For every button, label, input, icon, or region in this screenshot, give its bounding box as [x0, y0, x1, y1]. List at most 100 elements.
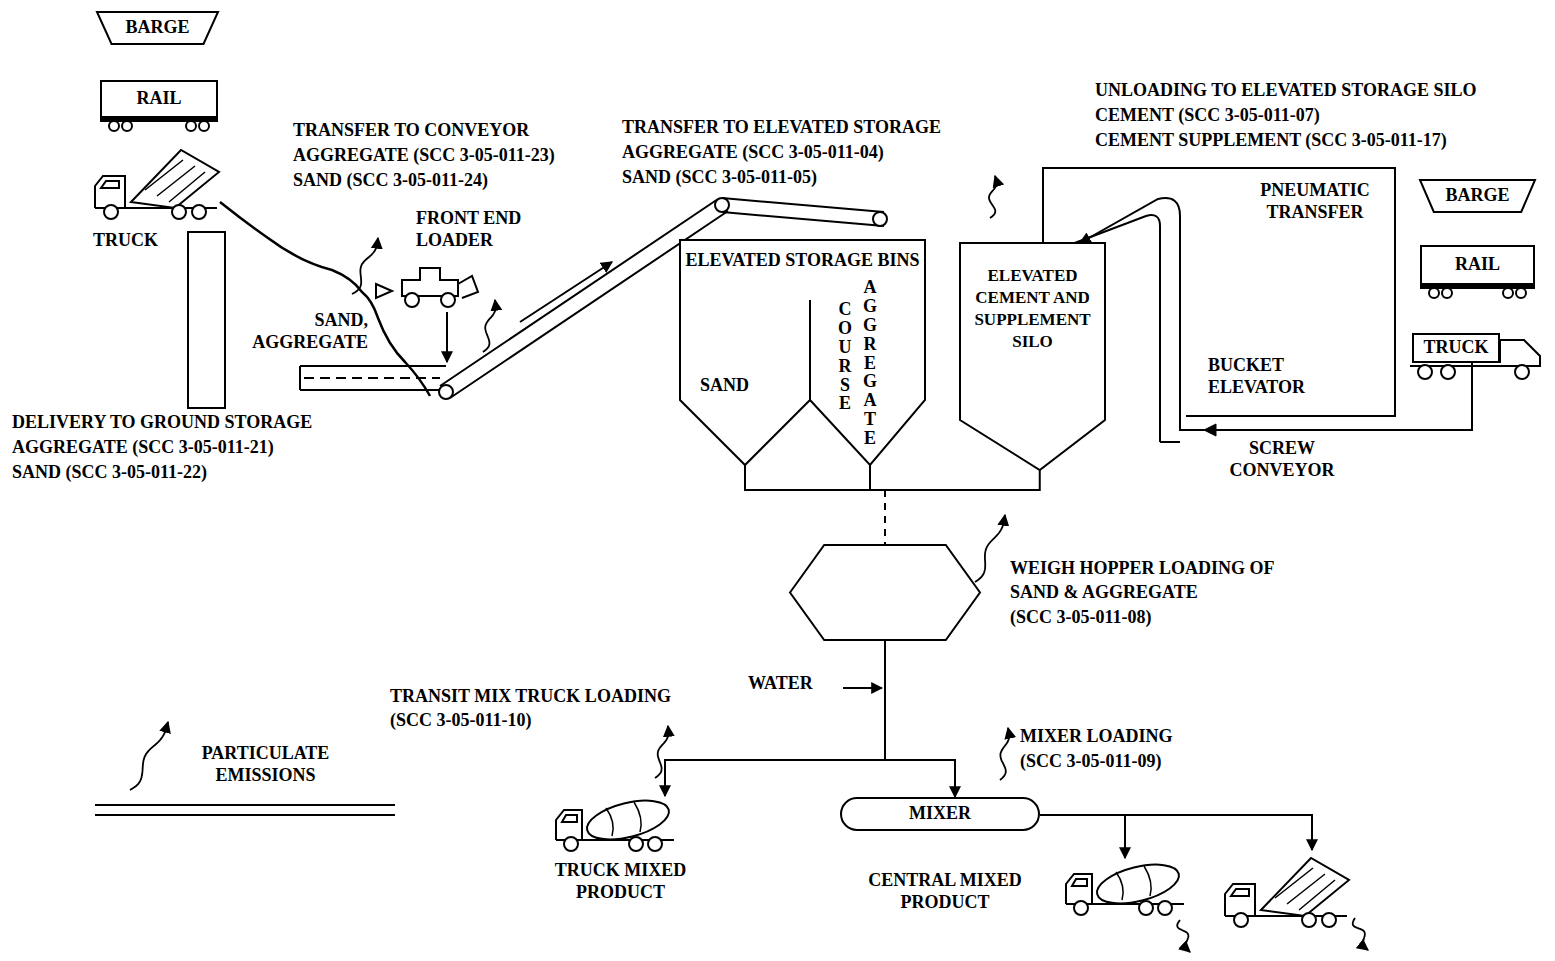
callout-label: CENTRAL MIXED PRODUCT [845, 870, 1045, 913]
callout-label: TRUCK [93, 230, 158, 252]
connector-line [745, 465, 885, 490]
wheel [186, 121, 196, 131]
flow-arrow [520, 262, 612, 322]
truck-window [1231, 889, 1249, 896]
callout-label: SAND (SCC 3-05-011-24) [293, 170, 488, 192]
flow-connector [745, 465, 885, 545]
truck-window [1072, 879, 1087, 886]
wheel [1234, 913, 1248, 927]
wheel [1441, 365, 1455, 379]
emission-arrow [989, 176, 997, 218]
wheel [192, 205, 206, 219]
wheel [1503, 288, 1513, 298]
callout-label: AGGREGATE (SCC 3-05-011-23) [293, 145, 555, 167]
callout-label: CEMENT (SCC 3-05-011-07) [1095, 105, 1320, 127]
node-text: BARGE [125, 17, 189, 39]
drum-bands [1116, 866, 1151, 900]
node-text: RAIL [1455, 254, 1500, 276]
ground-conveyor [300, 366, 446, 390]
callout-label: TRUCK MIXED PRODUCT [538, 860, 703, 903]
callout-label: TRANSIT MIX TRUCK LOADING [390, 686, 671, 708]
truck-window [562, 815, 577, 822]
legend-double-line [95, 805, 395, 815]
dump-bed [131, 150, 219, 208]
callout-label: SAND, AGGREGATE [226, 310, 368, 353]
flow-connector [885, 470, 1040, 545]
barge-shape-outline-path [1420, 180, 1535, 212]
wheel [172, 205, 186, 219]
mixer-drum: MIXER [840, 797, 1040, 831]
bed-ribs [1275, 868, 1335, 910]
weigh-hopper: WEIGH HOPPER LOADING OF SAND & AGGREGATE… [790, 545, 980, 640]
emission-arrow [1000, 728, 1009, 780]
barge-shape: BARGE [97, 12, 218, 44]
flow-connector [885, 640, 955, 797]
wheel [405, 293, 419, 307]
node-text: ELEVATED STORAGE BINS [685, 250, 919, 272]
railcar-box: RAIL [100, 80, 218, 118]
node-text: BARGE [1445, 185, 1509, 207]
callout-label: WATER [748, 673, 813, 695]
wheel [715, 198, 729, 212]
bin-outlet [869, 465, 871, 490]
dashed-connector [884, 490, 886, 545]
wheel [564, 837, 578, 851]
wheel [629, 837, 643, 851]
callout-label: DELIVERY TO GROUND STORAGE [12, 412, 312, 434]
wheel [648, 837, 662, 851]
cement-silo: ELEVATED CEMENT AND SUPPLEMENT SILO [960, 243, 1105, 470]
node-text: TRUCK [1423, 337, 1488, 359]
connector-line [1080, 198, 1472, 430]
emission-arrow [975, 515, 1005, 582]
mixer-discharge [1040, 815, 1312, 858]
wheel [1158, 901, 1172, 915]
callout-label: SCREW CONVEYOR [1212, 438, 1352, 481]
callout-label: SAND (SCC 3-05-011-05) [622, 167, 817, 189]
legend-sample [130, 722, 168, 790]
storage-bins: ELEVATED STORAGE BINSSANDCOURSEAGGREGATE [680, 240, 925, 465]
barge-shape: BARGE [1420, 180, 1535, 212]
barge-shape-outline-path [97, 12, 218, 44]
emission-arrow [1353, 918, 1368, 950]
truck-cab [1066, 874, 1092, 904]
ground-conveyor-belt [304, 377, 440, 379]
dashed-connector [884, 490, 886, 545]
wheel [1442, 288, 1452, 298]
wheel [439, 385, 453, 399]
wheel [1515, 365, 1529, 379]
loader-drop [446, 312, 448, 362]
callout-label: CEMENT SUPPLEMENT (SCC 3-05-011-17) [1095, 130, 1447, 152]
wheel [1302, 913, 1316, 927]
callout-label: AGGREGATE (SCC 3-05-011-21) [12, 437, 274, 459]
node-text: COURSE [836, 300, 854, 413]
arrow-tip [1311, 842, 1313, 850]
loader-bucket [458, 276, 478, 298]
node-text: MIXER [909, 803, 971, 825]
callout-label: BUCKET ELEVATOR [1208, 355, 1343, 398]
water-arrow [843, 687, 882, 689]
drum-bands [606, 802, 641, 836]
node-text: (SCC 3-05-011-08) [1010, 607, 1152, 629]
storage-bins-outline [680, 240, 925, 465]
callout-label: FRONT END LOADER [416, 208, 551, 251]
callout-label: (SCC 3-05-011-09) [1020, 751, 1162, 773]
emission-arrow [483, 300, 496, 352]
node-text: ELEVATED CEMENT AND SUPPLEMENT SILO [963, 265, 1102, 353]
wheel [1139, 901, 1153, 915]
truck-cab [95, 176, 125, 208]
loader-body [402, 268, 458, 296]
weigh-hopper-outline [790, 545, 980, 640]
wheel [1429, 288, 1439, 298]
node-text: SAND [700, 375, 749, 397]
wheel [104, 205, 118, 219]
weigh-hopper-outline-path [790, 545, 980, 640]
truck-cab [1225, 884, 1255, 916]
bed-ribs [145, 160, 205, 202]
wheel [109, 121, 119, 131]
node-text: RAIL [136, 88, 181, 110]
transit-feed [665, 760, 885, 796]
node-text: WEIGH HOPPER LOADING OF SAND & AGGREGATE [1010, 557, 1300, 605]
wheel [122, 121, 132, 131]
wheel [1516, 288, 1526, 298]
